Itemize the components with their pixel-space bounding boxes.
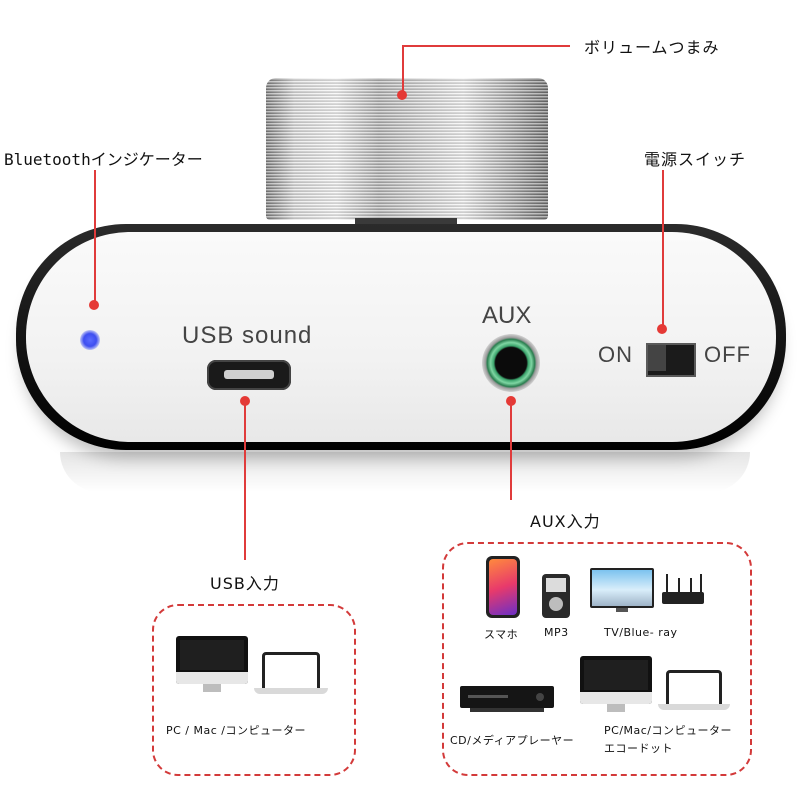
usb-input-callout: USB入力 bbox=[210, 574, 280, 593]
cd-player-label: CD/メディアプレーヤー bbox=[450, 734, 575, 747]
device-reflection bbox=[60, 452, 750, 492]
power-switch-slider[interactable] bbox=[648, 345, 666, 371]
echo-dot-label: エコードット bbox=[604, 742, 673, 755]
desktop-monitor-icon bbox=[176, 636, 248, 684]
tv-label: TV/Blue- ray bbox=[604, 626, 678, 639]
router-antenna bbox=[700, 574, 702, 592]
monitor-stand bbox=[203, 684, 221, 692]
router-antenna bbox=[666, 574, 668, 592]
mp3-player-icon bbox=[542, 574, 570, 618]
laptop-icon bbox=[262, 652, 320, 692]
bluetooth-indicator-callout: Bluetoothインジケーター bbox=[4, 150, 203, 169]
switch-leader bbox=[662, 170, 664, 330]
router-antenna bbox=[690, 578, 692, 592]
pc-label: PC/Mac/コンピューター bbox=[604, 724, 733, 737]
monitor-stand bbox=[607, 704, 625, 712]
usb-leader bbox=[244, 400, 246, 560]
laptop-base bbox=[254, 688, 328, 694]
aux-input-callout: AUX入力 bbox=[530, 512, 601, 531]
bluetooth-leader bbox=[94, 170, 96, 306]
tv-icon bbox=[590, 568, 654, 608]
knob-leader-vertical bbox=[402, 45, 404, 95]
desktop-monitor-icon bbox=[580, 656, 652, 704]
mp3-label: MP3 bbox=[544, 626, 569, 639]
router-antenna bbox=[678, 578, 680, 592]
switch-on-label: ON bbox=[598, 342, 633, 367]
volume-knob-callout: ボリュームつまみ bbox=[584, 38, 720, 57]
bluetooth-led-icon bbox=[80, 330, 100, 350]
router-icon bbox=[662, 592, 704, 604]
aux-devices-box bbox=[442, 542, 752, 776]
smartphone-label: スマホ bbox=[484, 628, 519, 641]
switch-callout-dot bbox=[657, 324, 667, 334]
aux-label: AUX bbox=[482, 302, 532, 329]
aux-jack[interactable] bbox=[482, 334, 540, 392]
laptop-base bbox=[658, 704, 730, 710]
knob-leader-horizontal bbox=[402, 45, 570, 47]
volume-knob[interactable] bbox=[266, 78, 548, 220]
usb-devices-label: PC / Mac /コンピューター bbox=[166, 724, 306, 737]
knob-callout-dot bbox=[397, 90, 407, 100]
laptop-icon bbox=[666, 670, 722, 708]
usb-sound-label: USB sound bbox=[182, 322, 313, 349]
usb-port-contacts bbox=[224, 370, 274, 379]
smartphone-icon bbox=[486, 556, 520, 618]
front-panel bbox=[26, 232, 776, 442]
bluetooth-callout-dot bbox=[89, 300, 99, 310]
aux-leader bbox=[510, 400, 512, 500]
tv-stand bbox=[616, 608, 628, 612]
cd-player-base bbox=[470, 708, 544, 712]
switch-off-label: OFF bbox=[704, 342, 751, 367]
usb-devices-box bbox=[152, 604, 356, 776]
cd-player-icon bbox=[460, 686, 554, 708]
power-switch-callout: 電源スイッチ bbox=[644, 150, 747, 169]
